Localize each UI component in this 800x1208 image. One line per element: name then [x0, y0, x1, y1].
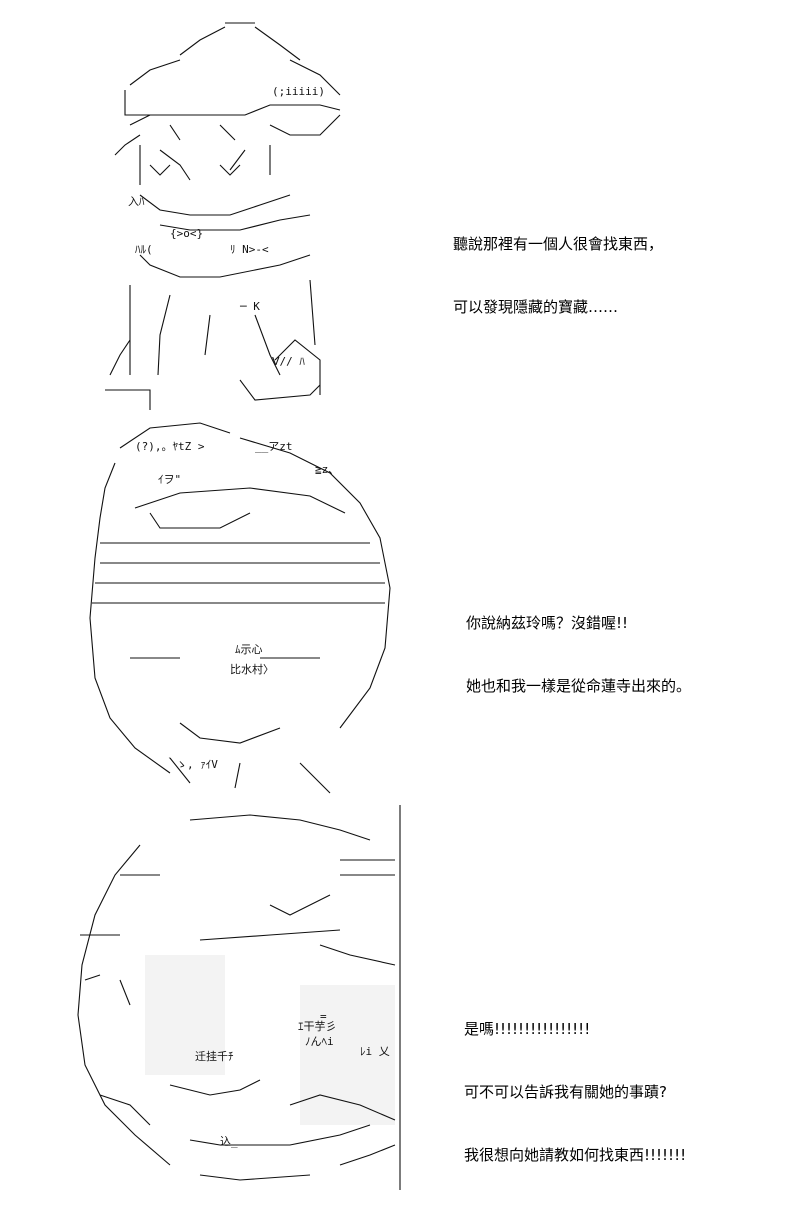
art-glyph: ﾘ N>-< [230, 243, 269, 256]
ascii-art-character-standing: (;iiiii) 入ﾊ {>o<} ﾊﾙ( ﾘ N>-< ─ K Ⅴ// ﾊ [40, 15, 420, 410]
panel-1: (;iiiii) 入ﾊ {>o<} ﾊﾙ( ﾘ N>-< ─ K Ⅴ// ﾊ 聽… [0, 0, 800, 410]
dialogue-line: 可不可以告訴我有關她的事蹟? [464, 1083, 667, 1101]
dialogue-block: 聽說那裡有一個人很會找東西， 可以發現隱藏的寶藏…… [453, 192, 663, 360]
dialogue-line: 可以發現隱藏的寶藏…… [453, 298, 619, 316]
dialogue-block: 是嗎!!!!!!!!!!!!!!!! 可不可以告訴我有關她的事蹟? 我很想向她請… [464, 977, 686, 1208]
art-glyph: __アzt [255, 440, 293, 453]
art-glyph: ｲヲ" [158, 473, 181, 486]
art-glyph: (?),。ﾔtZ > [135, 440, 205, 453]
art-glyph: ﾉんﾍi [305, 1035, 334, 1048]
dialogue-line: 我很想向她請教如何找東西!!!!!!! [464, 1146, 687, 1164]
panel-3: ｴ干芋彡 迁挂千ﾁ ﾉんﾍi 込_ = ﾚi 乂 是嗎!!!!!!!!!!!!!… [0, 800, 800, 1200]
art-glyph: ﾑ示心 [235, 643, 263, 656]
art-glyph: ≧z、 [315, 463, 339, 476]
art-glyph: ｀ゝ, ｧｲV [165, 756, 218, 771]
art-glyph: (;iiiii) [272, 85, 325, 98]
art-glyph: Ⅴ// ﾊ [272, 355, 305, 368]
ascii-art-character-closeup: (?),。ﾔtZ > __アzt ≧z、 ﾑ示心 比水村〉 ｲヲ" ｀ゝ, ｧｲ… [40, 418, 420, 798]
art-glyph: 比水村〉 [230, 662, 274, 676]
ascii-art-character-profile: ｴ干芋彡 迁挂千ﾁ ﾉんﾍi 込_ = ﾚi 乂 [40, 805, 420, 1190]
dialogue-block: 你說納茲玲嗎？沒錯喔!! 她也和我一樣是從命蓮寺出來的。 [466, 571, 691, 739]
dialogue-line: 你說納茲玲嗎？沒錯喔!! [466, 614, 629, 632]
art-glyph: 込_ [220, 1135, 238, 1148]
art-glyph: {>o<} [170, 227, 203, 240]
dialogue-line: 她也和我一樣是從命蓮寺出來的。 [466, 677, 692, 695]
art-glyph: 入ﾊ [128, 195, 145, 208]
art-glyph: = [320, 1010, 327, 1023]
dialogue-line: 是嗎!!!!!!!!!!!!!!!! [464, 1020, 591, 1038]
panel-2: (?),。ﾔtZ > __アzt ≧z、 ﾑ示心 比水村〉 ｲヲ" ｀ゝ, ｧｲ… [0, 410, 800, 800]
art-glyph: ﾊﾙ( [135, 243, 153, 256]
art-glyph: ﾚi 乂 [360, 1045, 390, 1058]
dialogue-line: 聽說那裡有一個人很會找東西， [453, 235, 664, 253]
art-glyph: ｴ干芋彡 [298, 1020, 337, 1033]
art-glyph: 迁挂千ﾁ [195, 1049, 234, 1063]
art-glyph: ─ K [239, 300, 260, 313]
